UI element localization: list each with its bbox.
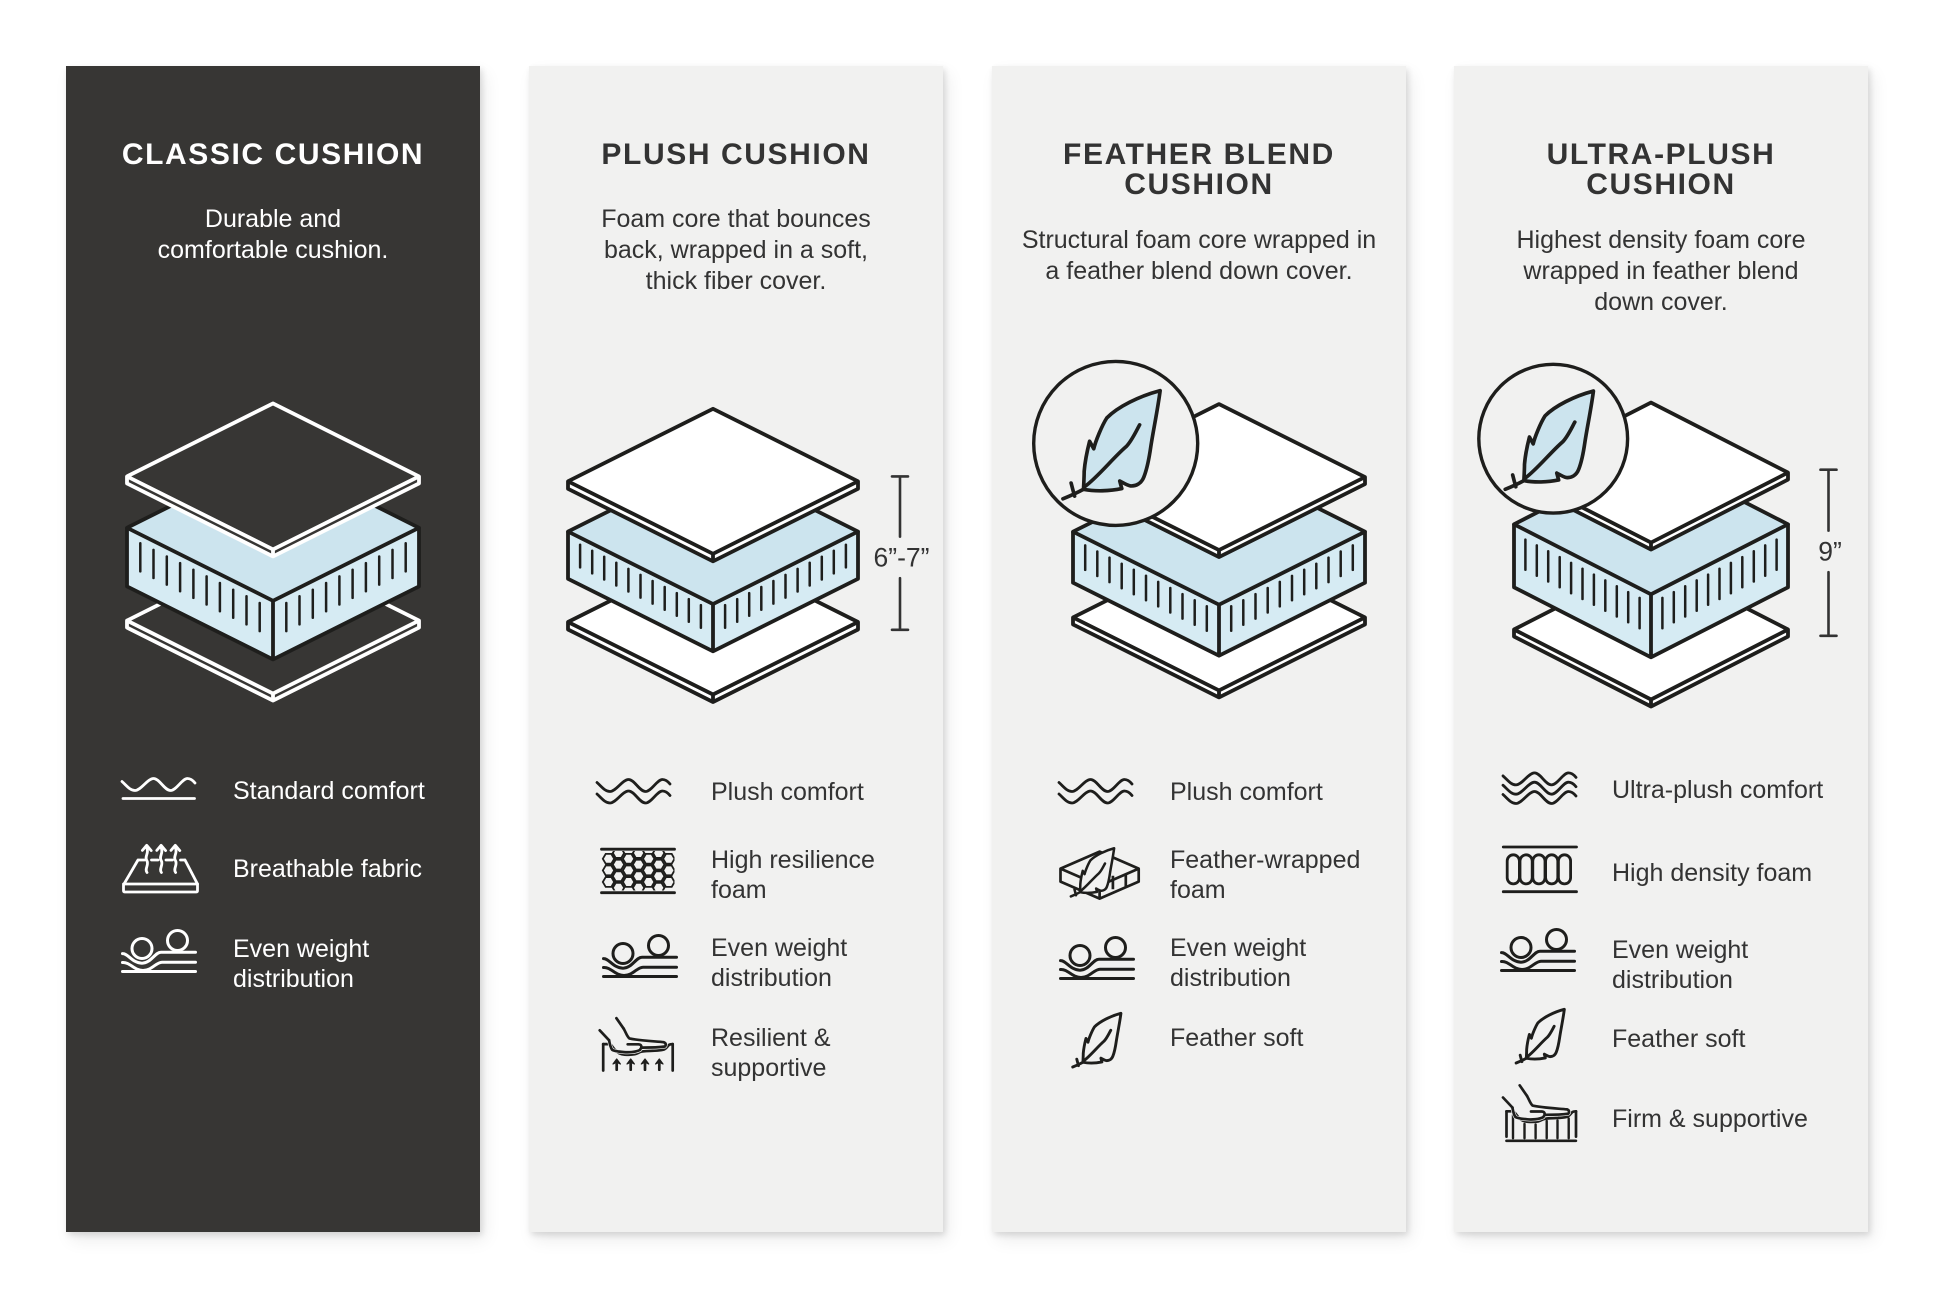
svg-text:9”: 9” — [1818, 536, 1842, 566]
svg-text:6”-7”: 6”-7” — [874, 542, 930, 572]
